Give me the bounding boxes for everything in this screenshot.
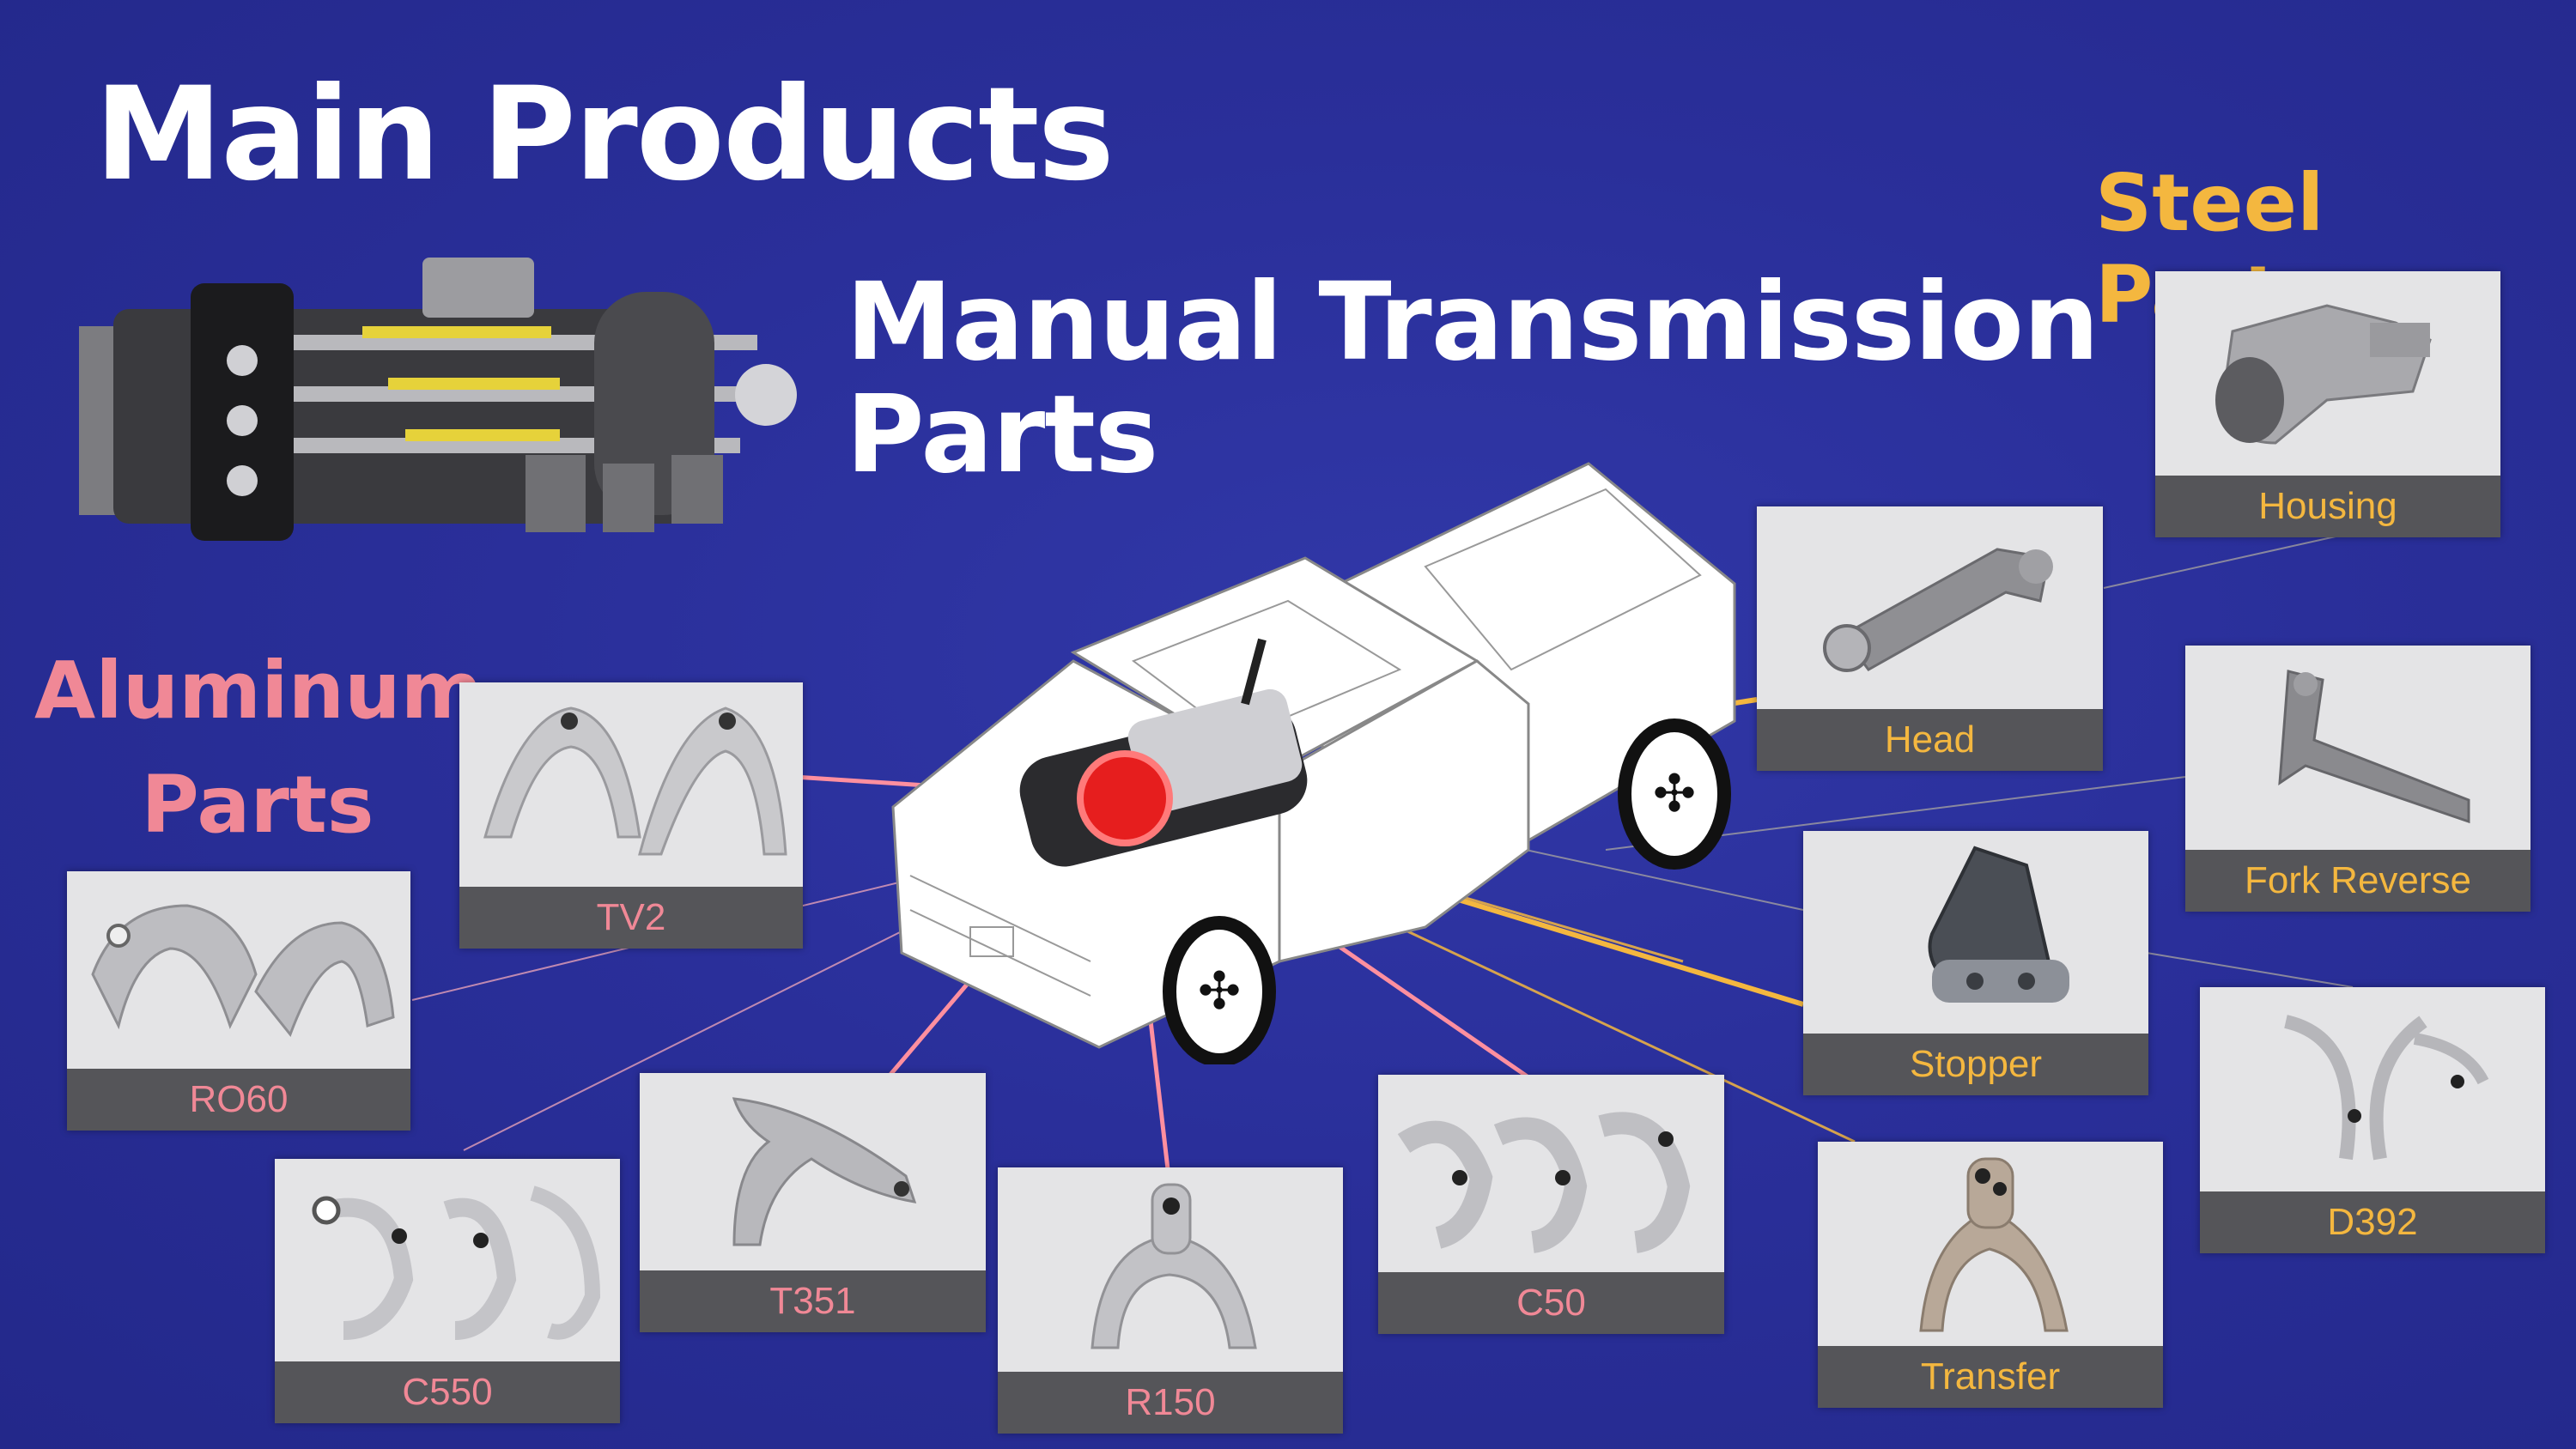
part-image-transfer [1818, 1142, 2163, 1346]
part-image-fork-reverse [2185, 646, 2530, 850]
part-label-head: Head [1757, 709, 2103, 771]
part-image-ro60 [67, 871, 410, 1069]
part-image-housing [2155, 271, 2500, 476]
part-image-t351 [640, 1073, 986, 1270]
part-card-t351[interactable]: T351 [640, 1073, 986, 1332]
part-label-transfer: Transfer [1818, 1346, 2163, 1408]
part-card-r150[interactable]: R150 [998, 1167, 1343, 1434]
aluminum-heading-line-1: Aluminum [34, 645, 483, 737]
subtitle: Manual Transmission Parts [846, 266, 2099, 492]
part-image-r150 [998, 1167, 1343, 1372]
part-card-tv2[interactable]: TV2 [459, 682, 803, 949]
part-image-d392 [2200, 987, 2545, 1191]
part-card-ro60[interactable]: RO60 [67, 871, 410, 1131]
part-label-c50: C50 [1378, 1272, 1724, 1334]
subtitle-line-1: Manual Transmission [846, 260, 2099, 385]
part-image-stopper [1803, 831, 2148, 1034]
part-image-tv2 [459, 682, 803, 887]
subtitle-line-2: Parts [846, 373, 1158, 498]
part-image-head [1757, 506, 2103, 709]
part-label-d392: D392 [2200, 1191, 2545, 1253]
aluminum-heading-line-2: Parts [141, 759, 374, 852]
part-label-fork-reverse: Fork Reverse [2185, 850, 2530, 912]
part-card-fork-reverse[interactable]: Fork Reverse [2185, 646, 2530, 912]
part-image-c50 [1378, 1075, 1724, 1272]
part-label-c550: C550 [275, 1361, 620, 1423]
part-card-transfer[interactable]: Transfer [1818, 1142, 2163, 1408]
page-title: Main Products [94, 60, 1115, 209]
pickup-truck-image: ✣ ✣ [876, 446, 1752, 1067]
part-label-r150: R150 [998, 1372, 1343, 1434]
part-label-housing: Housing [2155, 476, 2500, 537]
part-label-tv2: TV2 [459, 887, 803, 949]
svg-text:✣: ✣ [1653, 764, 1696, 824]
part-card-d392[interactable]: D392 [2200, 987, 2545, 1253]
part-card-stopper[interactable]: Stopper [1803, 831, 2148, 1095]
part-label-t351: T351 [640, 1270, 986, 1332]
transmission-assembly-image [79, 258, 800, 567]
part-card-housing[interactable]: Housing [2155, 271, 2500, 537]
part-label-ro60: RO60 [67, 1069, 410, 1131]
part-label-stopper: Stopper [1803, 1034, 2148, 1095]
part-card-head[interactable]: Head [1757, 506, 2103, 771]
part-image-c550 [275, 1159, 620, 1361]
part-card-c550[interactable]: C550 [275, 1159, 620, 1423]
svg-text:✣: ✣ [1198, 961, 1241, 1022]
aluminum-parts-heading: Aluminum Parts [34, 634, 483, 863]
part-card-c50[interactable]: C50 [1378, 1075, 1724, 1334]
